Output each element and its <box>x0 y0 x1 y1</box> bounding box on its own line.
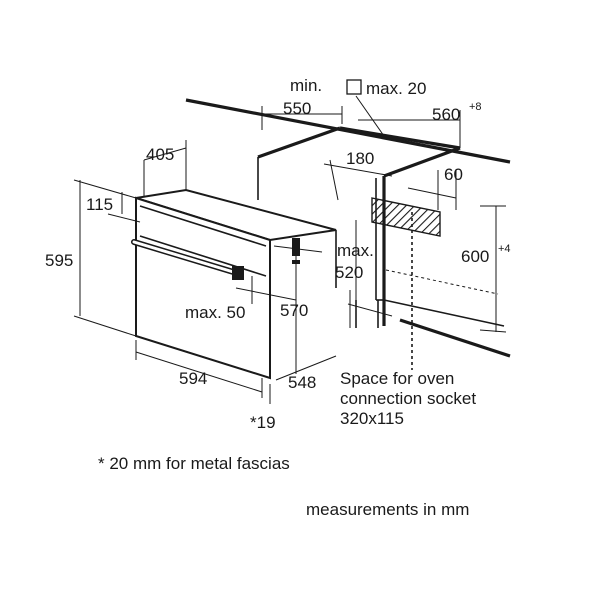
footnote: * 20 mm for metal fascias <box>98 454 290 473</box>
label-max: max. <box>337 241 374 260</box>
label-595: 595 <box>45 251 73 270</box>
label-548: 548 <box>288 373 316 392</box>
oven-handle <box>131 239 244 280</box>
socket-label-line2: connection socket <box>340 389 476 408</box>
label-600: 600 <box>461 247 489 266</box>
label-570: 570 <box>280 301 308 320</box>
label-115: 115 <box>86 195 113 214</box>
label-min: min. <box>290 76 322 95</box>
label-180: 180 <box>346 149 374 168</box>
label-550: 550 <box>283 99 311 118</box>
socket-space <box>371 197 499 370</box>
label-max-20: max. 20 <box>366 79 426 98</box>
socket-label-line1: Space for oven <box>340 369 454 388</box>
label-600-tolerance: +4 <box>498 243 511 255</box>
units-note: measurements in mm <box>306 500 470 519</box>
square-icon <box>346 79 362 95</box>
socket-label-line3: 320x115 <box>340 409 404 428</box>
label-19: *19 <box>250 413 276 432</box>
label-560: 560 <box>432 105 460 124</box>
label-60: 60 <box>444 165 463 184</box>
label-594: 594 <box>179 369 207 388</box>
label-405: 405 <box>146 145 174 164</box>
dimension-lines <box>73 95 507 404</box>
label-560-tolerance: +8 <box>469 101 482 113</box>
label-max-50: max. 50 <box>185 303 245 322</box>
oven-body <box>135 188 337 380</box>
label-520: 520 <box>335 263 363 282</box>
